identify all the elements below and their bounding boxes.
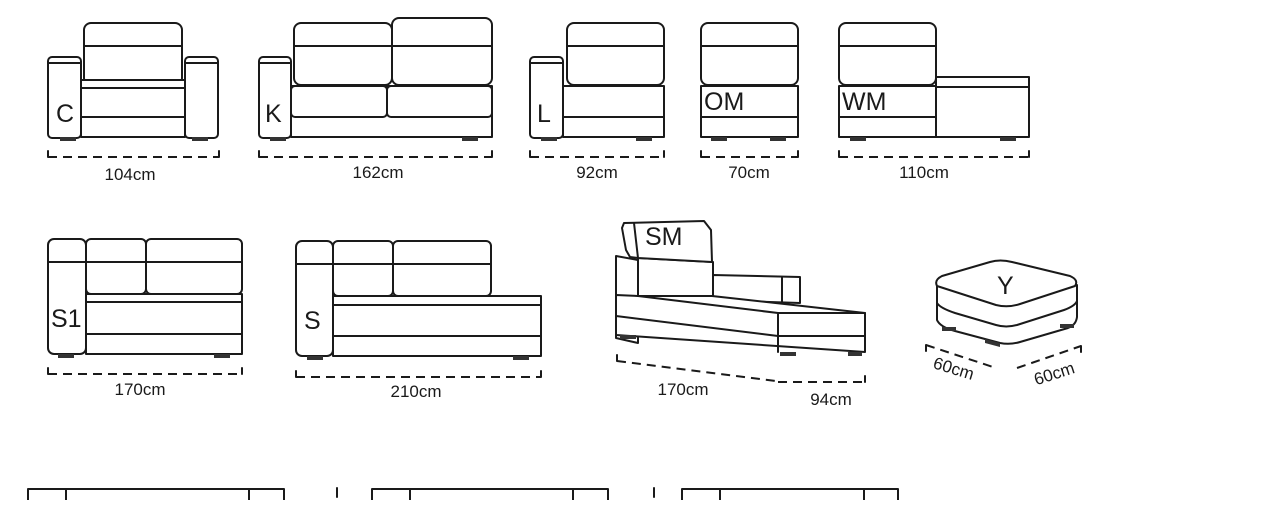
module-wm-dimension: 110cm [899, 163, 949, 182]
module-sm: SM 170cm 94cm [615, 220, 866, 409]
module-s-code: S [304, 307, 321, 335]
module-l-drawing [529, 22, 665, 141]
module-k: K 162cm [258, 17, 493, 182]
module-l-code: L [537, 100, 551, 128]
module-k-drawing [258, 17, 493, 141]
module-wm-code: WM [842, 88, 886, 116]
module-s-dimension: 210cm [390, 382, 441, 401]
module-y-depth-line [1016, 345, 1082, 369]
module-s: S 210cm [295, 240, 542, 401]
module-om-dimension: 70cm [728, 163, 770, 182]
bottom-row-modules-partial [27, 487, 899, 505]
module-wm: WM 110cm [838, 22, 1030, 182]
module-y-code: Y [997, 272, 1014, 300]
module-l-dimension: 92cm [576, 163, 618, 182]
module-sm-code: SM [645, 223, 683, 251]
module-l: L 92cm [529, 22, 665, 182]
module-k-code: K [265, 100, 282, 128]
module-om-drawing [700, 22, 799, 141]
module-y-drawing [935, 259, 1078, 347]
module-sm-length: 170cm [657, 380, 708, 399]
module-s1-code: S1 [51, 305, 82, 333]
module-s1-drawing [47, 238, 243, 358]
module-s-drawing [295, 240, 542, 360]
module-y-width-line [925, 344, 997, 369]
module-c-drawing [47, 22, 219, 141]
module-c: C 104cm [47, 22, 220, 184]
module-c-code: C [56, 100, 74, 128]
module-s1-dimension: 170cm [114, 380, 165, 399]
module-y-width: 60cm [931, 354, 976, 384]
module-y-depth: 60cm [1032, 358, 1077, 389]
module-s1: S1 170cm [47, 238, 243, 399]
module-sm-depth: 94cm [810, 390, 852, 409]
module-y: Y 60cm 60cm [925, 259, 1082, 389]
module-sm-drawing [615, 220, 866, 356]
module-om-code: OM [704, 88, 744, 116]
module-wm-drawing [838, 22, 1030, 141]
module-k-dimension: 162cm [352, 163, 403, 182]
module-c-dimension: 104cm [104, 165, 155, 184]
module-om: OM 70cm [700, 22, 799, 182]
module-sm-length-line [616, 360, 777, 382]
